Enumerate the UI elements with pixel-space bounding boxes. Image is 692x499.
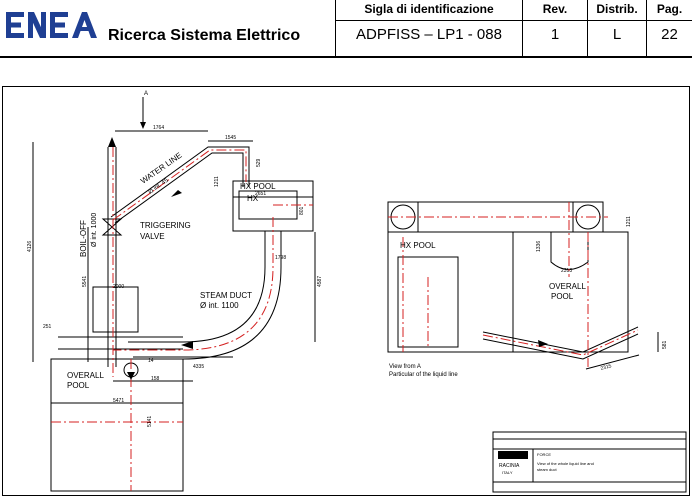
liquid-line	[482, 333, 639, 360]
steam-duct-dim: Ø int. 1100	[200, 301, 239, 310]
triggering-valve-label: TRIGGERING	[140, 221, 191, 230]
header-divider	[335, 0, 336, 56]
dim-value: 1545	[225, 135, 236, 141]
hx-right	[397, 256, 459, 348]
title-block-name: FORCE	[537, 452, 551, 457]
dim-value: 801	[299, 206, 305, 215]
dim-value: 4335	[193, 364, 204, 370]
centerline	[112, 149, 247, 221]
technical-drawing: A WATER LINE Ø int. 45 HX POOL HX TRIGGE…	[2, 86, 690, 496]
page-value: 22	[661, 26, 678, 43]
title-block	[492, 431, 687, 493]
dim-value: 2651	[255, 191, 266, 197]
dim-value: 1211	[214, 176, 220, 187]
dim-value: 529	[256, 158, 262, 167]
centerline	[113, 217, 274, 351]
valve-icon	[101, 226, 123, 236]
dim-value: 4587	[317, 276, 323, 287]
page-label: Pag.	[656, 2, 683, 16]
flow-arrow-icon	[181, 341, 193, 349]
header-divider	[522, 0, 523, 56]
distrib-value: L	[612, 26, 622, 43]
distrib-label: Distrib.	[596, 2, 638, 16]
company-name: Ricerca Sistema Elettrico	[108, 27, 301, 44]
header-bottom-rule	[0, 56, 692, 58]
overall-pool-left	[50, 358, 184, 492]
steam-duct	[128, 231, 282, 360]
view-note: View from A	[389, 364, 421, 370]
flow-arrow-icon	[108, 137, 116, 147]
title-block-desc: View of the whole liquid line and	[537, 461, 594, 466]
title-block-company: RACINIA	[499, 463, 520, 469]
flow-arrow-icon	[127, 372, 135, 380]
overall-pool-right	[512, 231, 629, 353]
boil-off-label: BOIL-OFF	[79, 220, 88, 257]
water-line-pipe	[114, 152, 244, 224]
overall-pool-right-label: OVERALL	[549, 282, 586, 291]
overall-pool-label: OVERALL	[67, 371, 104, 380]
valve-icon	[101, 218, 123, 228]
liquid-line	[482, 326, 639, 353]
hx-pool-right-label: HX POOL	[400, 241, 436, 250]
dim-value: 1211	[626, 216, 632, 227]
code-value: ADPFISS – LP1 - 088	[356, 26, 502, 43]
dim-value: 581	[662, 340, 668, 349]
view-note: Particular of the liquid line	[389, 372, 458, 378]
header-divider	[335, 20, 692, 21]
dim-value: 5471	[113, 398, 124, 404]
centerline	[482, 329, 639, 356]
header-divider	[646, 0, 647, 56]
dim-value: 1798	[275, 255, 286, 261]
dim-value: 158	[151, 376, 160, 382]
dim-value: 5141	[147, 416, 153, 427]
dim-value: 5541	[82, 276, 88, 287]
overall-pool-label: POOL	[67, 381, 90, 390]
flow-arrow-icon	[171, 190, 182, 197]
dim-value: 251	[43, 324, 52, 330]
title-block-country: ITALY	[502, 470, 513, 475]
dim-value: 2315	[600, 363, 613, 372]
triggering-valve-label: VALVE	[140, 232, 165, 241]
dim-value: 14	[148, 358, 154, 364]
section-arrow-icon	[140, 122, 146, 129]
dim-value: 1764	[153, 125, 164, 131]
document-header: Ricerca Sistema Elettrico Sigla di ident…	[0, 0, 692, 58]
dim-value: 2000	[113, 284, 124, 290]
header-divider	[587, 0, 588, 56]
hx-pool-label: HX POOL	[240, 182, 276, 191]
flow-arrow-icon	[538, 340, 548, 347]
dim-value: 1336	[536, 241, 542, 252]
drawing-canvas: A WATER LINE Ø int. 45 HX POOL HX TRIGGE…	[27, 91, 687, 493]
rev-value: 1	[550, 26, 560, 43]
rev-label: Rev.	[542, 2, 568, 16]
dim-value: 4126	[27, 241, 33, 252]
overall-pool-right-label: POOL	[551, 292, 574, 301]
title-block-logo	[498, 451, 528, 459]
water-line-pipe	[110, 146, 250, 218]
hx-label: HX	[247, 194, 259, 203]
steam-duct	[128, 231, 266, 343]
boil-off-dim: Ø int. 1000	[91, 213, 98, 247]
enea-logo	[6, 12, 97, 38]
dim-line	[585, 354, 640, 370]
code-label: Sigla di identificazione	[364, 2, 494, 16]
section-mark: A	[144, 91, 148, 97]
dim-value: 2313	[561, 268, 572, 274]
steam-duct-box	[92, 286, 139, 333]
steam-duct-label: STEAM DUCT	[200, 291, 252, 300]
title-block-desc: steam duct	[537, 467, 557, 472]
